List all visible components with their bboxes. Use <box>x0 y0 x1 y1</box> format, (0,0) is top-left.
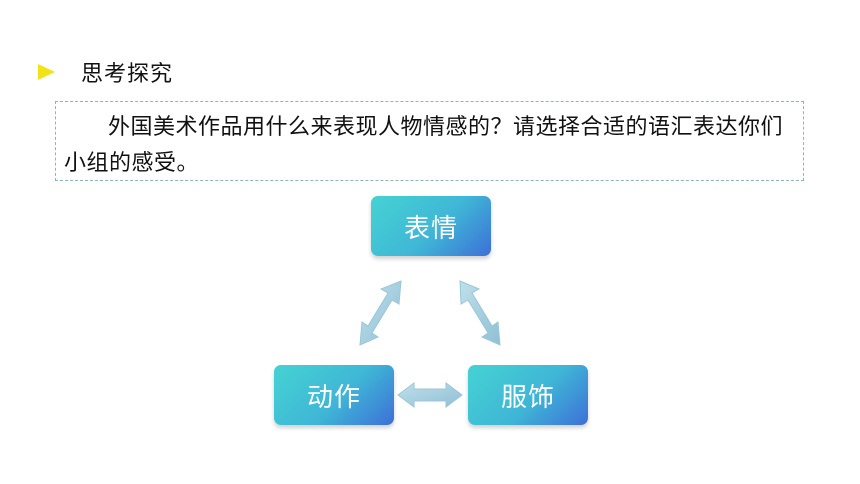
question-box: 外国美术作品用什么来表现人物情感的？请选择合适的语汇表达你们小组的感受。 <box>55 101 804 181</box>
arrow-top-right <box>459 280 501 346</box>
question-text: 外国美术作品用什么来表现人物情感的？请选择合适的语汇表达你们小组的感受。 <box>64 115 784 176</box>
node-expression-label: 表情 <box>403 213 458 244</box>
node-action-label: 动作 <box>306 382 361 413</box>
section-title: 思考探究 <box>81 62 174 87</box>
arrow-left-right <box>397 382 463 408</box>
section-heading: 思考探究 <box>38 56 173 88</box>
node-costume-label: 服饰 <box>500 382 555 413</box>
triangle-bullet-icon <box>38 64 55 80</box>
arrow-top-left <box>359 280 402 346</box>
node-action: 动作 <box>274 365 394 425</box>
node-expression: 表情 <box>371 196 491 256</box>
node-costume: 服饰 <box>468 365 588 425</box>
